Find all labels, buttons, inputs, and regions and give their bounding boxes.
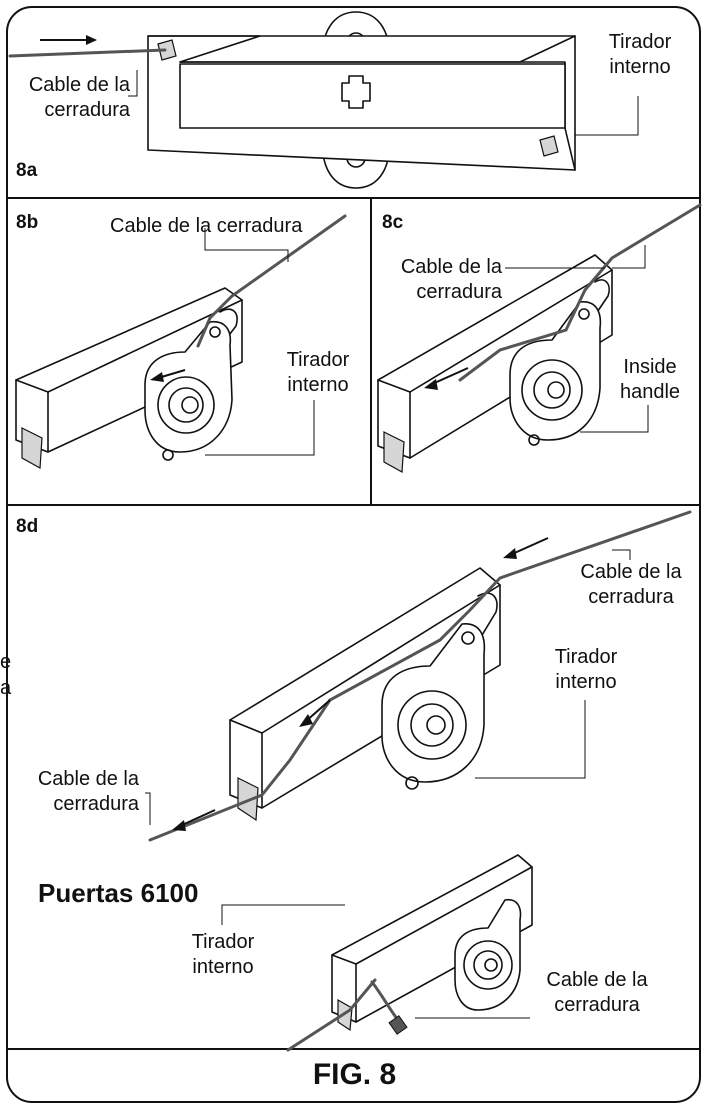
panel-id-8c: 8c: [382, 212, 404, 233]
handle-8b: [15, 287, 243, 469]
cable-6100: [286, 978, 408, 1052]
panel-id-8b: 8b: [16, 212, 39, 233]
section-heading-6100: Puertas 6100: [38, 878, 199, 908]
figure-frame: [6, 6, 701, 1103]
leader-8a-cable: [128, 70, 138, 97]
leader-8c-handle: [580, 405, 649, 433]
handle-top-view: [147, 11, 576, 189]
leader-8a-handle: [575, 96, 639, 136]
handle-8c: [377, 254, 613, 473]
panel-id-8a: 8a: [16, 160, 38, 181]
figure-title: FIG. 8: [312, 1058, 397, 1091]
cable-8c: [424, 203, 702, 390]
divider-8bc: [8, 504, 699, 506]
cable-8a: [8, 35, 167, 58]
leader-8d-handle: [475, 700, 586, 779]
leader-8c-cable-end: [612, 245, 646, 269]
leader-8d-cable-top: [612, 549, 631, 560]
divider-8b-8c: [370, 199, 372, 504]
leader-8b-handle: [205, 400, 315, 456]
edge-fragment-2: a: [0, 677, 12, 699]
divider-8d: [8, 1048, 699, 1050]
leader-6100-handle: [221, 904, 345, 925]
cable-8d: [148, 510, 692, 842]
label-8b-cable: Cable de la cerradura: [110, 215, 303, 237]
divider-8a: [8, 197, 699, 199]
panel-id-8d: 8d: [16, 516, 39, 537]
leader-8d-cable-bottom: [145, 792, 151, 825]
handle-6100: [331, 854, 533, 1032]
edge-fragment-1: e: [0, 651, 12, 673]
leader-8b-cable: [204, 228, 289, 262]
